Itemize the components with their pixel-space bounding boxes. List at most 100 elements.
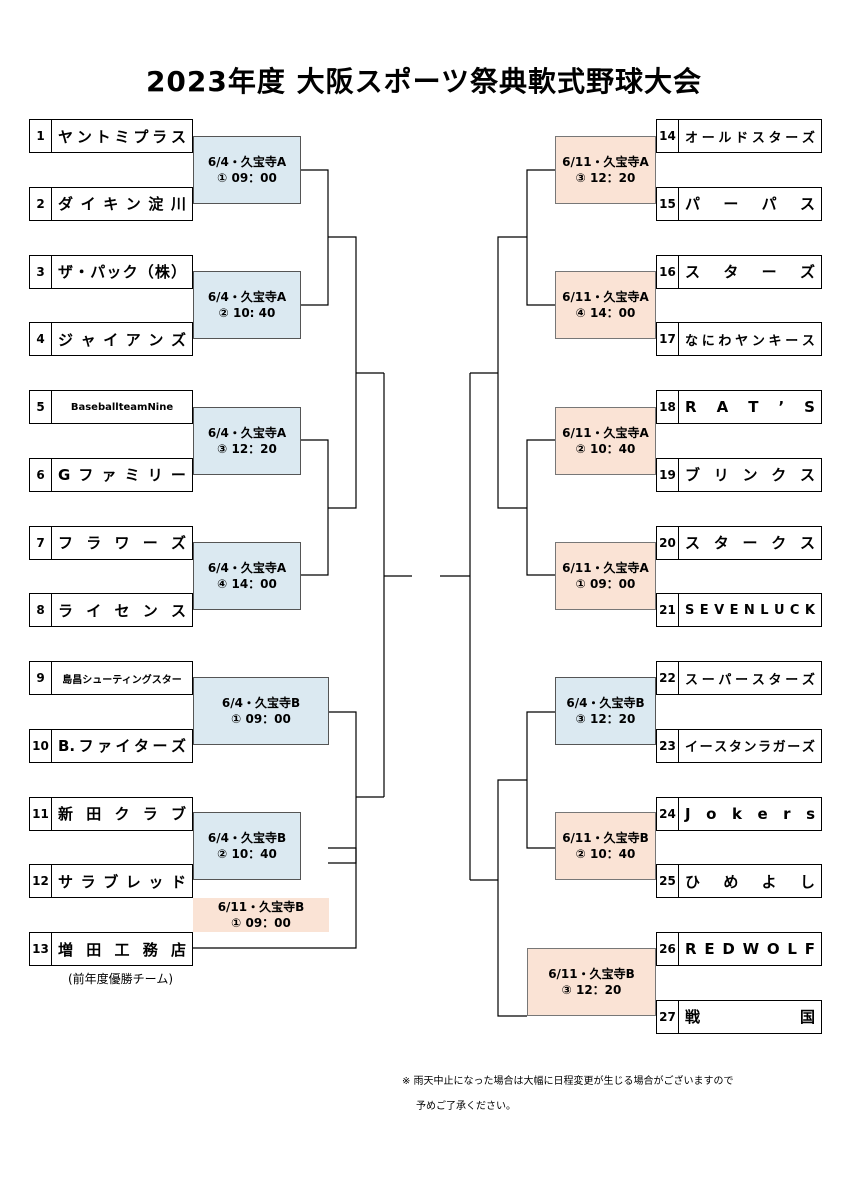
team-name: BaseballteamNine [52, 402, 192, 413]
team-name: ひめよし [679, 871, 821, 892]
team-name: オールドスターズ [679, 127, 821, 146]
match-time: ④ 14：00 [575, 306, 636, 320]
team-name-char: サ [58, 872, 74, 891]
team-number: 25 [657, 865, 679, 898]
team-name-char: わ [718, 333, 732, 349]
team-number: 16 [657, 255, 679, 288]
team-name: スターズ [679, 261, 821, 282]
team-number: 7 [30, 526, 52, 559]
team-name-char: ン [142, 601, 158, 620]
team-name-char: ン [742, 466, 758, 485]
team-name-char: ン [743, 740, 757, 756]
team-name-char: 国 [799, 1008, 815, 1027]
team-name-char: イ [86, 601, 102, 620]
team-name-char: ズ [170, 534, 186, 552]
team-name-char: ー [785, 333, 799, 349]
team-name-char: ー [785, 130, 799, 146]
team-name-char: ワ [114, 534, 130, 552]
match-box-g14: 6/11・久宝寺B ③ 12：20 [527, 948, 656, 1016]
match-box-g9: 6/11・久宝寺A ④ 14：00 [555, 271, 656, 339]
team-name-char: ） [170, 263, 186, 281]
team-name-char: ラ [758, 740, 772, 756]
team-name-char: W [742, 940, 760, 958]
team-number: 24 [657, 797, 679, 830]
team-name-char: 増 [58, 940, 74, 959]
team-name-char: ス [170, 601, 186, 620]
match-box-g5: 6/4・久宝寺B ① 09：00 [193, 677, 329, 745]
match-date: 6/4・久宝寺B [221, 696, 301, 710]
team-name-char: ー [742, 534, 758, 552]
team-name-char: 島昌シューティングスター [62, 674, 182, 686]
team-name-char: プ [133, 127, 149, 146]
team-name-char: 田 [86, 805, 102, 823]
team-number: 27 [657, 1000, 679, 1033]
team-name-char: ド [735, 130, 749, 146]
team-name-char: ス [714, 740, 728, 756]
team-name-char: イ [685, 740, 699, 756]
team-name: イースタンラガーズ [679, 736, 821, 755]
team-name: 戦国 [679, 1006, 821, 1027]
team-name-char: フ [58, 534, 74, 552]
team-name-char: ミ [124, 466, 140, 485]
team-name-char: ス [751, 130, 765, 146]
team-name-char: ス [799, 195, 815, 214]
team-name-char: ク [114, 805, 130, 823]
footnote-line-2: 予めご了承ください。 [416, 1101, 516, 1112]
team-number: 11 [30, 797, 52, 830]
team-name-char: イ [103, 330, 119, 349]
team-name-char: ラ [86, 534, 102, 552]
team-name-char: セ [114, 601, 130, 620]
team-name: 増田工務店 [52, 939, 192, 960]
match-time: ③ 12：20 [575, 171, 636, 185]
team-name: 島昌シューティングスター [52, 671, 192, 686]
team-name-char: イ [80, 195, 96, 214]
footnote-line-1: ※ 雨天中止になった場合は大幅に日程変更が生じる場合がございますので [402, 1076, 734, 1087]
team-name-char: ス [685, 672, 699, 688]
team-name: ダイキン淀川 [52, 193, 192, 214]
team-name-char: 工 [114, 940, 130, 959]
match-time: ② 10：40 [575, 442, 636, 456]
match-date: 6/4・久宝寺B [207, 831, 287, 845]
team-name-char: S [804, 398, 815, 416]
team-name: フラワーズ [52, 532, 192, 553]
team-number: 3 [30, 255, 52, 288]
team-name: 新田クラブ [52, 803, 192, 824]
team-name-char: ミ [114, 127, 130, 146]
team-name-char: T [748, 398, 759, 416]
team-name-char: し [799, 872, 815, 891]
match-box-g1: 6/4・久宝寺A ① 09：00 [193, 136, 301, 204]
team-name-char: ダ [58, 195, 74, 214]
team-number: 4 [30, 323, 52, 356]
team-name-char: r [783, 804, 791, 823]
team-name-char: ン [125, 195, 141, 214]
team-name-char: R [685, 940, 697, 958]
team-number: 17 [657, 323, 679, 356]
page-title: 2023年度 大阪スポーツ祭典軟式野球大会 [145, 65, 703, 98]
match-date: 6/11・久宝寺A [562, 155, 649, 169]
team-name-char: k [731, 804, 742, 823]
team-number: 8 [30, 594, 52, 627]
team-name-char: ひ [685, 872, 701, 891]
match-time: ④ 14：00 [217, 577, 277, 591]
team-name-char: ャ [80, 330, 96, 349]
team-name: スーパースターズ [679, 669, 821, 688]
team-name-char: ’ [778, 398, 785, 416]
team-name-char: ヤ [735, 333, 749, 349]
team-name-char: ス [799, 466, 815, 485]
team-name-char: ズ [801, 130, 815, 146]
team-name-char: ッ [148, 872, 164, 891]
team-name-char: ガ [772, 740, 786, 756]
team-name-char: 株 [154, 263, 170, 281]
